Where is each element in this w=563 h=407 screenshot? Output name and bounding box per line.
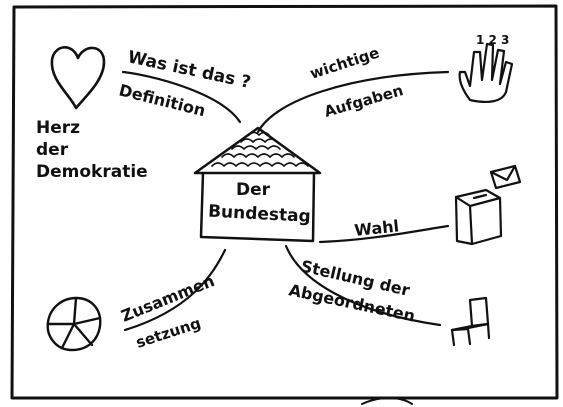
branch-line-zusammensetzung xyxy=(123,248,227,332)
ballot-box-icon xyxy=(454,164,522,246)
herz-label-line2: der xyxy=(36,140,69,160)
pie-chart-icon xyxy=(46,296,102,352)
center-title-line1: Der xyxy=(236,180,271,200)
wahl-label: Wahl xyxy=(353,216,399,240)
bottom-edge-sketch xyxy=(361,397,413,405)
heart-icon xyxy=(50,46,106,110)
frame-border xyxy=(10,4,559,400)
hand-icon xyxy=(458,42,514,103)
definition-label: Definition xyxy=(117,80,207,120)
branch-line-stellung xyxy=(284,244,442,327)
hand-numbers: 1 2 3 xyxy=(476,33,509,47)
herz-label-line3: Demokratie xyxy=(36,162,148,182)
zusammensetzung-label-line1: Zusammen xyxy=(118,271,217,326)
branch-line-aufgaben xyxy=(256,70,450,134)
chair-icon xyxy=(450,296,491,347)
branch-line-wahl xyxy=(318,224,450,244)
zusammensetzung-label-line2: setzung xyxy=(134,314,203,352)
house-icon xyxy=(193,126,322,243)
aufgaben-label-line1: wichtige xyxy=(308,43,382,82)
branch-line-definition xyxy=(121,70,242,124)
herz-label-line1: Herz xyxy=(36,118,80,138)
center-title-line2: Bundestag xyxy=(208,202,312,227)
